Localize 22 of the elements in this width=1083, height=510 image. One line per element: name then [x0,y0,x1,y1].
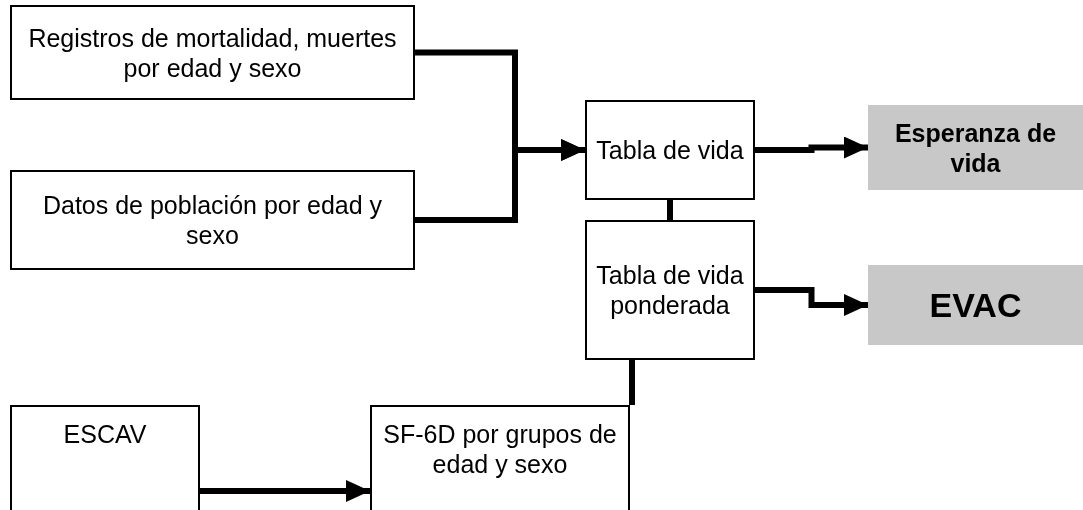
connector-line [667,200,673,220]
node-label: SF-6D por grupos de edad y sexo [382,419,618,479]
result-box [868,105,1083,190]
arrow [415,139,585,223]
process-box [585,100,755,200]
process-box [10,5,415,100]
process-box [370,405,630,510]
node-label: EVAC [928,284,1023,326]
node-label: Tabla de vida ponderada [595,260,745,320]
process-box [10,170,415,270]
arrow [200,480,370,502]
arrow [755,287,868,316]
node-label: ESCAV [62,419,148,449]
process-box [585,220,755,360]
result-box [868,265,1083,345]
node-label: Tabla de vida [595,135,745,165]
node-label: Registros de mortalidad, muertes por edad y sexo [27,22,398,83]
process-box [10,405,200,510]
connector-line [629,360,635,405]
arrow [755,136,868,159]
node-label: Datos de población por edad y sexo [41,190,384,250]
node-label: Esperanza de vida [893,117,1058,178]
